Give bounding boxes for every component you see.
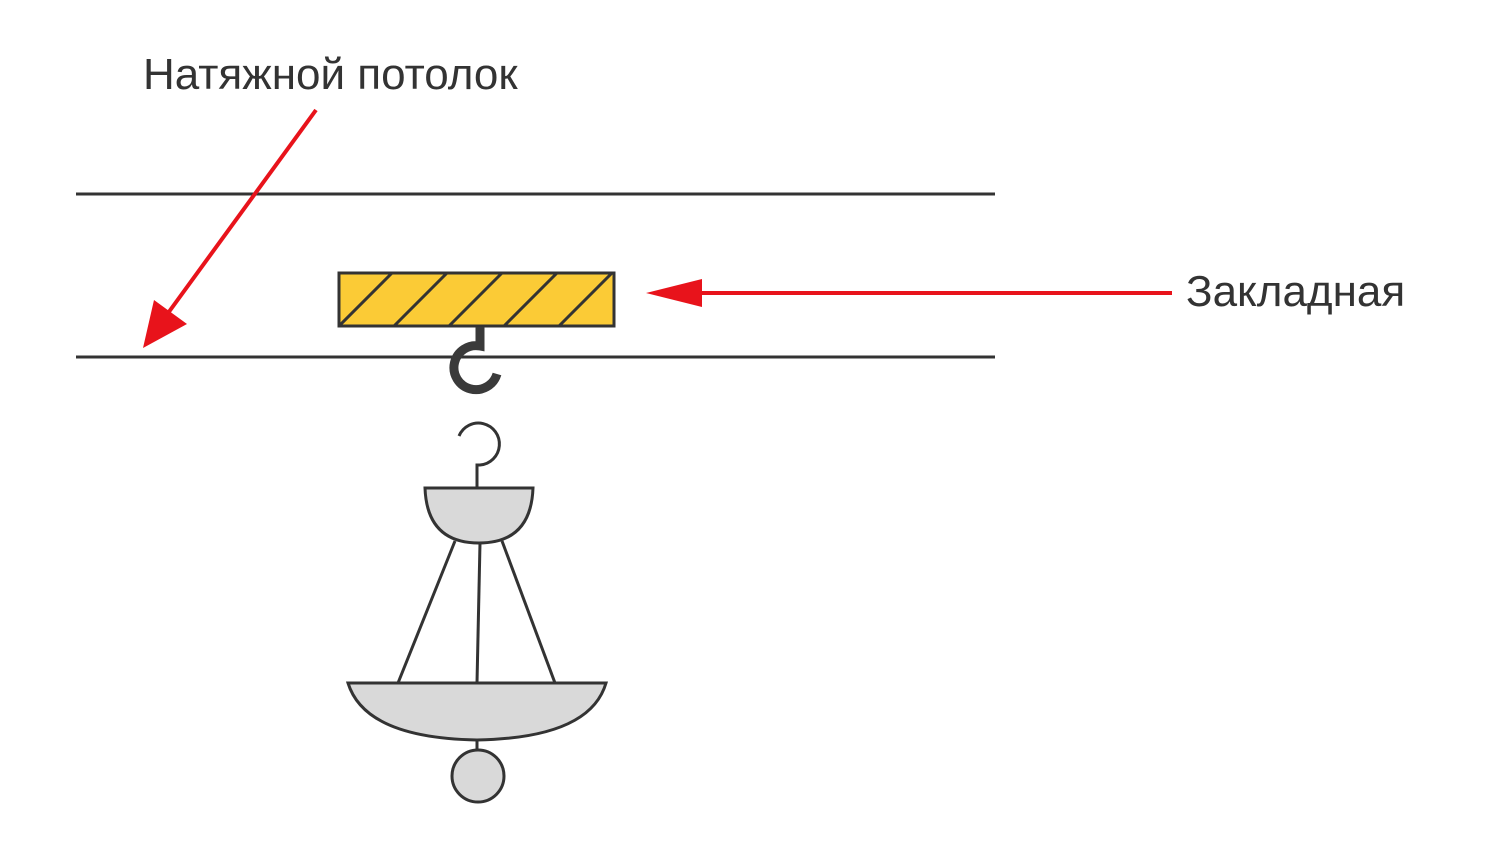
lamp-ball <box>450 748 506 804</box>
arrow-ceiling <box>143 108 318 348</box>
label-ceiling: Натяжной потолок <box>143 50 518 99</box>
chandelier <box>345 421 609 804</box>
upper-bowl <box>423 486 535 545</box>
mount-plate <box>337 271 616 328</box>
label-mount: Закладная <box>1186 267 1406 316</box>
chandelier-hook-icon <box>457 421 501 488</box>
arrow-mount <box>646 279 1172 307</box>
ceiling-hook-icon <box>449 327 502 395</box>
lower-bowl <box>345 681 609 742</box>
